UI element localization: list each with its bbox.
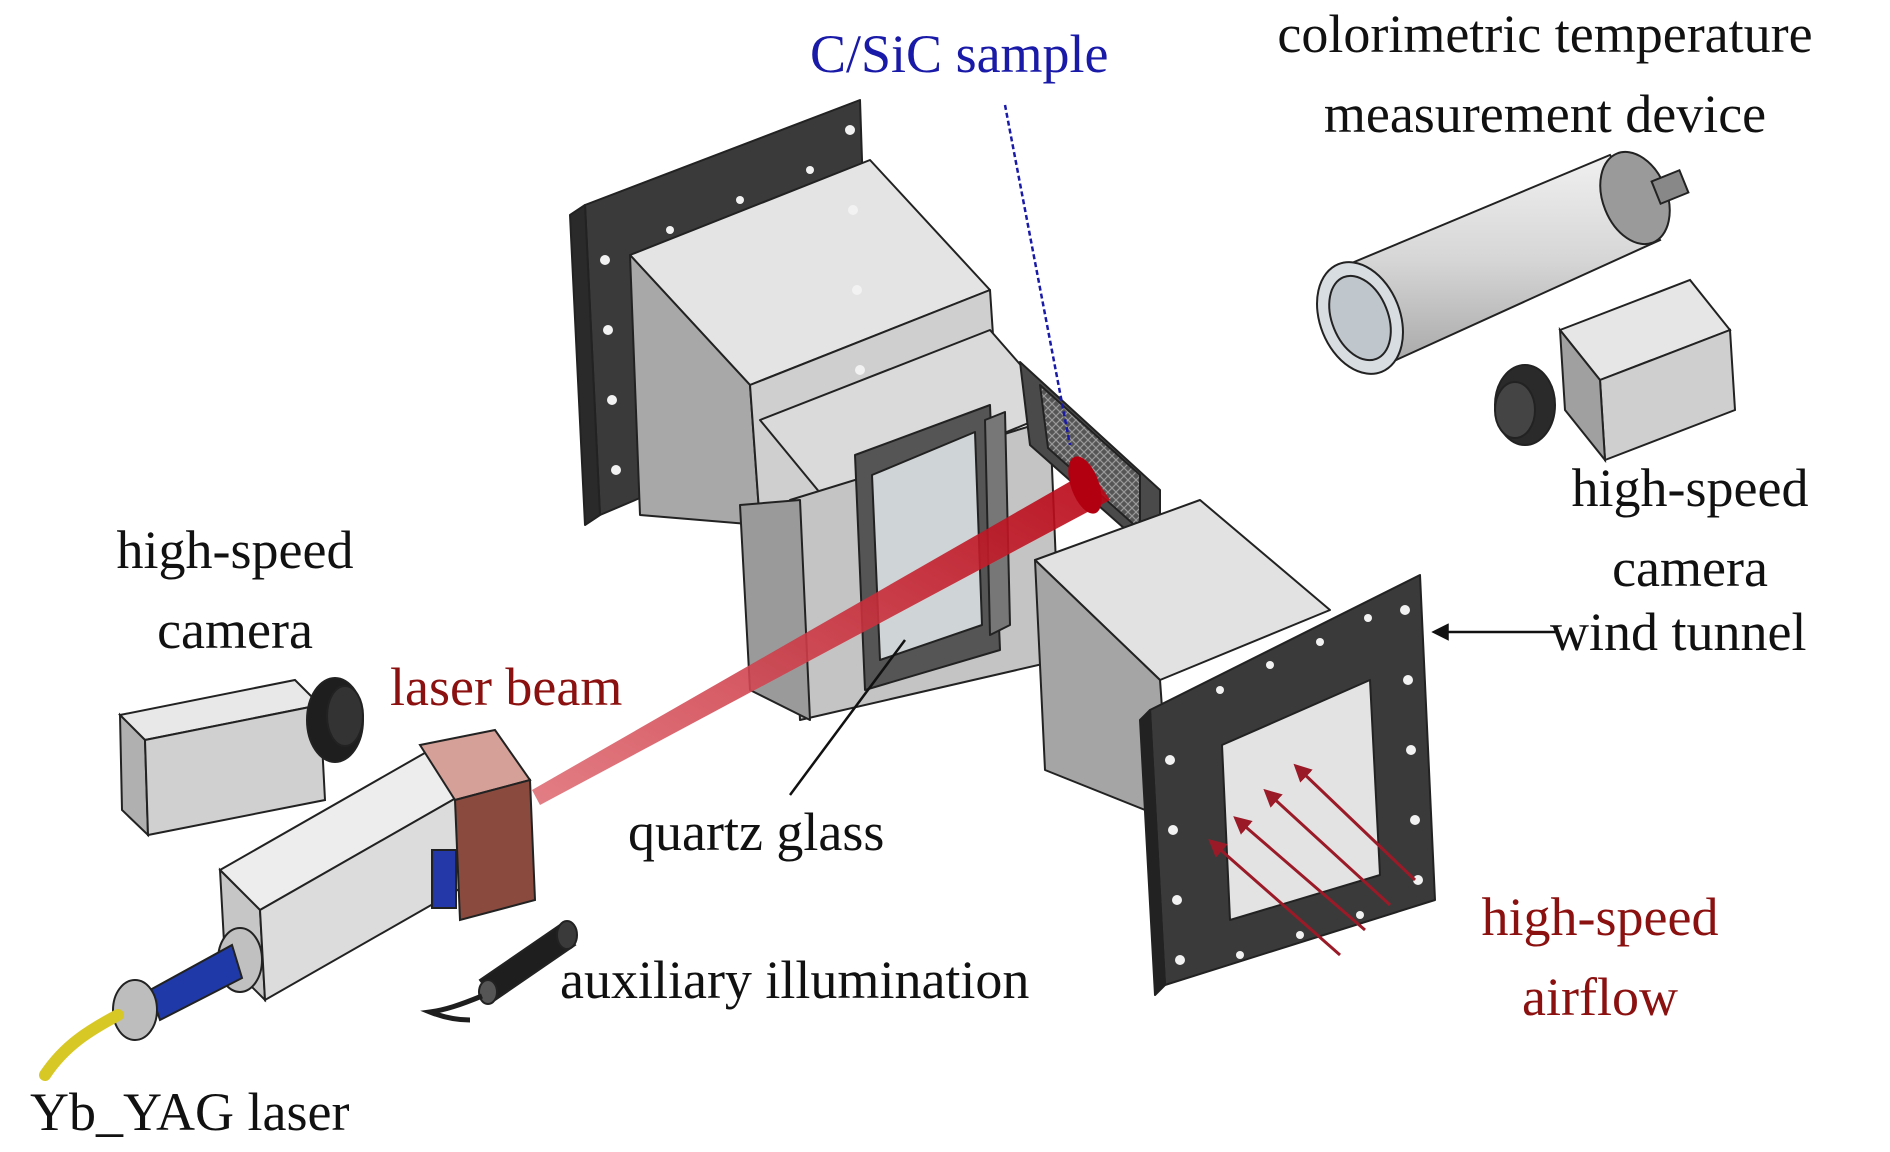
auxiliary-illumination-label: auxiliary illumination: [560, 950, 1030, 1010]
left-camera-label-line2: camera: [157, 600, 313, 660]
colorimetric-device-label-line1: colorimetric temperature: [1277, 4, 1813, 64]
colorimetric-device: [1316, 150, 1690, 375]
sample-pointer-line: [1003, 104, 1072, 446]
right-camera-label-line1: high-speed: [1571, 458, 1809, 518]
quartz-glass-label: quartz glass: [628, 802, 885, 862]
left-camera-label-line1: high-speed: [116, 520, 354, 580]
lamp-cable: [420, 993, 483, 1023]
blue-fiber-sleeve: [148, 943, 244, 1022]
laser-beam: [532, 470, 1110, 805]
airflow-label-line2: airflow: [1522, 967, 1678, 1027]
airflow-label-line1: high-speed: [1481, 887, 1719, 947]
left-high-speed-camera: [117, 677, 364, 838]
laser-beam-label: laser beam: [390, 657, 623, 717]
auxiliary-illumination-lamp: [478, 920, 578, 1005]
yellow-fiber-cable: [39, 1009, 124, 1081]
yag-laser-head: [112, 728, 537, 1041]
airflow-arrows: [1208, 763, 1417, 957]
blue-connector: [431, 849, 457, 909]
laser-spot: [1068, 456, 1102, 514]
c-sic-sample-label: C/SiC sample: [810, 24, 1109, 84]
right-camera-label-line2: camera: [1612, 538, 1768, 598]
flange-bolts: [600, 125, 1423, 965]
quartz-glass-pointer-line: [788, 639, 907, 796]
colorimetric-device-label-line2: measurement device: [1323, 84, 1767, 144]
right-high-speed-camera: [1494, 278, 1737, 464]
wind-tunnel-label: wind tunnel: [1550, 602, 1807, 662]
yag-laser-label: Yb_YAG laser: [30, 1082, 350, 1142]
